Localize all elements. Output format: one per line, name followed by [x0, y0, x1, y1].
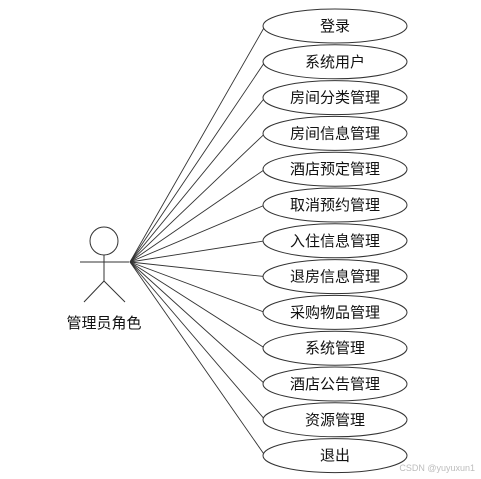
use-case: 资源管理	[262, 402, 408, 438]
association-line	[129, 261, 266, 278]
use-case: 房间分类管理	[262, 80, 408, 116]
use-case-ellipse	[262, 223, 408, 259]
use-case-label: 入住信息管理	[290, 232, 380, 250]
use-case-label: 采购物品管理	[290, 303, 380, 321]
use-case-ellipse	[262, 294, 408, 330]
use-case-label: 退出	[320, 447, 350, 465]
use-case: 退出	[262, 438, 408, 474]
association-line	[129, 240, 266, 263]
use-case-ellipse	[262, 151, 408, 187]
use-case-ellipse	[262, 80, 408, 116]
actor-right-leg	[103, 280, 126, 303]
use-case-label: 系统用户	[305, 53, 365, 71]
use-case-label: 系统管理	[305, 339, 365, 357]
use-case-ellipse	[262, 8, 408, 44]
use-case-ellipse	[262, 438, 408, 474]
use-case-label: 退房信息管理	[290, 268, 380, 286]
association-line	[129, 261, 266, 421]
use-case-ellipse	[262, 187, 408, 223]
use-case-label: 资源管理	[305, 411, 365, 429]
use-case-ellipse	[262, 366, 408, 402]
use-case: 退房信息管理	[262, 259, 408, 295]
association-line	[129, 97, 266, 263]
use-case-label: 酒店预定管理	[290, 160, 380, 178]
use-case: 系统管理	[262, 330, 408, 366]
use-case-list: 登录系统用户房间分类管理房间信息管理酒店预定管理取消预约管理入住信息管理退房信息…	[262, 8, 408, 474]
use-case-ellipse	[262, 115, 408, 151]
association-line	[129, 261, 266, 385]
use-case: 酒店预定管理	[262, 151, 408, 187]
use-case-label: 取消预约管理	[290, 196, 380, 214]
use-case-label: 房间信息管理	[290, 124, 380, 142]
use-case: 系统用户	[262, 44, 408, 80]
actor-left-leg	[83, 280, 105, 303]
use-case-label: 房间分类管理	[290, 89, 380, 107]
use-case-label: 登录	[320, 17, 350, 35]
association-line	[129, 261, 266, 313]
use-case: 酒店公告管理	[262, 366, 408, 402]
use-case: 登录	[262, 8, 408, 44]
actor-admin: 管理员角色	[66, 226, 142, 332]
association-line	[129, 61, 266, 263]
use-case-label: 酒店公告管理	[290, 375, 380, 393]
actor-label: 管理员角色	[66, 314, 141, 332]
association-lines	[129, 25, 266, 456]
watermark: CSDN @yuyuxun1	[399, 463, 475, 473]
association-line	[129, 25, 266, 263]
use-case-ellipse	[262, 402, 408, 438]
use-case-ellipse	[262, 330, 408, 366]
actor-head	[89, 226, 119, 256]
association-line	[129, 168, 266, 263]
use-case: 采购物品管理	[262, 294, 408, 330]
use-case: 入住信息管理	[262, 223, 408, 259]
association-line	[129, 261, 266, 349]
use-case-ellipse	[262, 44, 408, 80]
use-case: 取消预约管理	[262, 187, 408, 223]
association-line	[129, 133, 266, 263]
use-case: 房间信息管理	[262, 115, 408, 151]
association-line	[129, 204, 266, 263]
association-line	[129, 261, 266, 456]
use-case-ellipse	[262, 259, 408, 295]
